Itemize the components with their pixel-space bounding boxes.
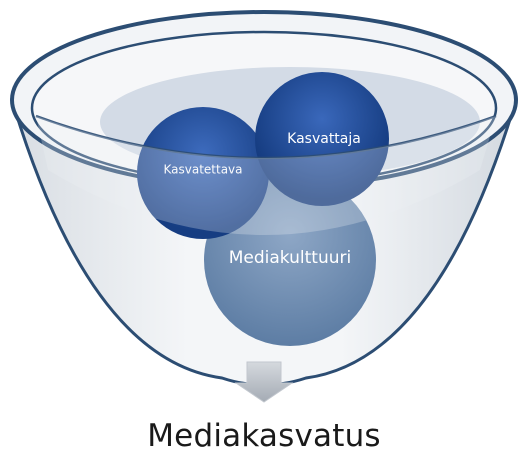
down-arrow-icon	[234, 361, 294, 403]
diagram-caption: Mediakasvatus	[147, 418, 381, 454]
circle-kasvatettava: Kasvatettava	[137, 107, 269, 239]
funnel-front-rim	[35, 114, 497, 160]
label-kasvatettava: Kasvatettava	[163, 163, 242, 177]
funnel-glass-overlay	[36, 116, 496, 235]
label-mediakulttuuri: Mediakulttuuri	[229, 248, 351, 268]
label-kasvattaja: Kasvattaja	[287, 131, 361, 147]
circle-kasvattaja: Kasvattaja	[255, 72, 389, 206]
